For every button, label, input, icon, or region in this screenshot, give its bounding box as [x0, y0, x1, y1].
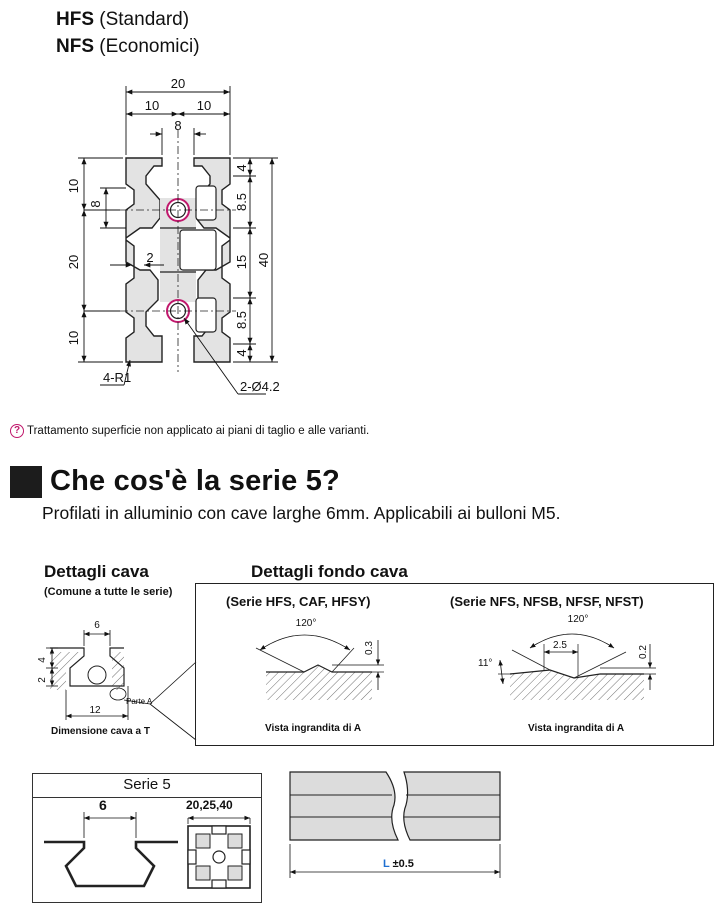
profile-outline: [125, 157, 163, 363]
dim-holes: 2-Ø4.2: [240, 379, 280, 394]
series-desc-nfs: (Economici): [99, 36, 200, 57]
dim-width-total: 20: [171, 76, 185, 91]
dim-half-left: 10: [145, 98, 159, 113]
dim-right-85-top: 8.5: [234, 193, 249, 211]
series-desc-hfs: (Standard): [99, 9, 190, 30]
bottom-details-box: [195, 583, 714, 746]
nfs-angle-11: 11°: [478, 658, 492, 669]
dim-right-4-bottom: 4: [234, 349, 249, 356]
dim-left-mid: 20: [66, 255, 81, 269]
profile-cross-section: [120, 130, 236, 372]
dim-wall-2: 2: [146, 250, 153, 265]
series-code-nfs: NFS: [56, 36, 94, 57]
tslot-caption: Dimensione cava a T: [51, 726, 150, 737]
left-dimensions: [78, 157, 164, 363]
leader-lines: [100, 317, 266, 395]
serie5-title: Serie 5: [32, 773, 262, 798]
groove-details-subtitle: (Comune a tutte le serie): [44, 586, 173, 598]
length-letter: L: [383, 858, 390, 870]
enlarged-view-caption-hfs: Vista ingrandita di A: [265, 723, 362, 734]
hfs-angle: 120°: [296, 618, 317, 629]
bottom-details-title: Dettagli fondo cava: [251, 562, 408, 581]
nfs-series-label: (Serie NFS, NFSB, NFSF, NFST): [450, 594, 644, 609]
serie5-box: [32, 773, 262, 903]
heading-text: Che cos'è la serie 5?: [50, 465, 340, 497]
tslot-dim-6: 6: [94, 620, 100, 631]
nfs-angle: 120°: [568, 614, 589, 625]
dim-left-8: 8: [88, 200, 103, 207]
tslot-dim-2: 2: [37, 677, 48, 683]
length-label: L ±0.5: [383, 858, 414, 870]
tslot-dim-4: 4: [37, 657, 48, 663]
dim-left-bottom: 10: [66, 331, 81, 345]
dim-left-top: 10: [66, 179, 81, 193]
enlarged-view-caption-nfs: Vista ingrandita di A: [528, 723, 625, 734]
dim-right-4-top: 4: [234, 164, 249, 171]
nfs-width: 2.5: [553, 640, 567, 651]
serie5-profile-icon: [187, 815, 251, 889]
hfs-depth: 0.3: [364, 641, 375, 655]
right-dimensions: [233, 157, 278, 363]
dim-half-right: 10: [197, 98, 211, 113]
length-bar-drawing: [289, 771, 501, 878]
section-heading: Che cos'è la serie 5?: [10, 465, 340, 498]
groove-details-title: Dettagli cava: [44, 562, 149, 581]
groove-bottom-nfs: [498, 633, 656, 700]
series-title-hfs: HFS (Standard): [56, 9, 189, 31]
tslot-detail: [46, 630, 197, 741]
series-title-nfs: NFS (Economici): [56, 36, 200, 58]
series-code-hfs: HFS: [56, 9, 94, 30]
tslot-dim-12: 12: [89, 705, 101, 716]
heading-square-icon: [10, 465, 42, 498]
dim-right-40: 40: [256, 253, 271, 267]
groove-bottom-hfs: [255, 634, 384, 700]
note-text: Trattamento superficie non applicato ai …: [27, 425, 370, 437]
hfs-series-label: (Serie HFS, CAF, HFSY): [226, 594, 371, 609]
part-a-label: Parte A: [126, 697, 153, 706]
info-icon: ?: [10, 424, 24, 438]
serie5-slot-width: 6: [99, 797, 107, 813]
dim-right-85-bottom: 8.5: [234, 311, 249, 329]
top-dimensions: [125, 86, 231, 155]
serie5-sizes: 20,25,40: [186, 798, 233, 812]
profile-chamber-bottom: [195, 297, 217, 333]
profile-chamber-center: [179, 229, 217, 271]
profile-chamber-top: [195, 185, 217, 221]
length-tolerance: ±0.5: [392, 858, 414, 870]
note-line: ? Trattamento superficie non applicato a…: [10, 424, 369, 438]
dim-corner-radius: 4-R1: [103, 370, 131, 385]
dim-slot-opening: 8: [174, 118, 181, 133]
nfs-depth: 0.2: [638, 645, 649, 659]
serie5-slot-drawing: [44, 812, 178, 888]
section-description: Profilati in alluminio con cave larghe 6…: [42, 503, 561, 523]
dim-right-15: 15: [234, 255, 249, 269]
